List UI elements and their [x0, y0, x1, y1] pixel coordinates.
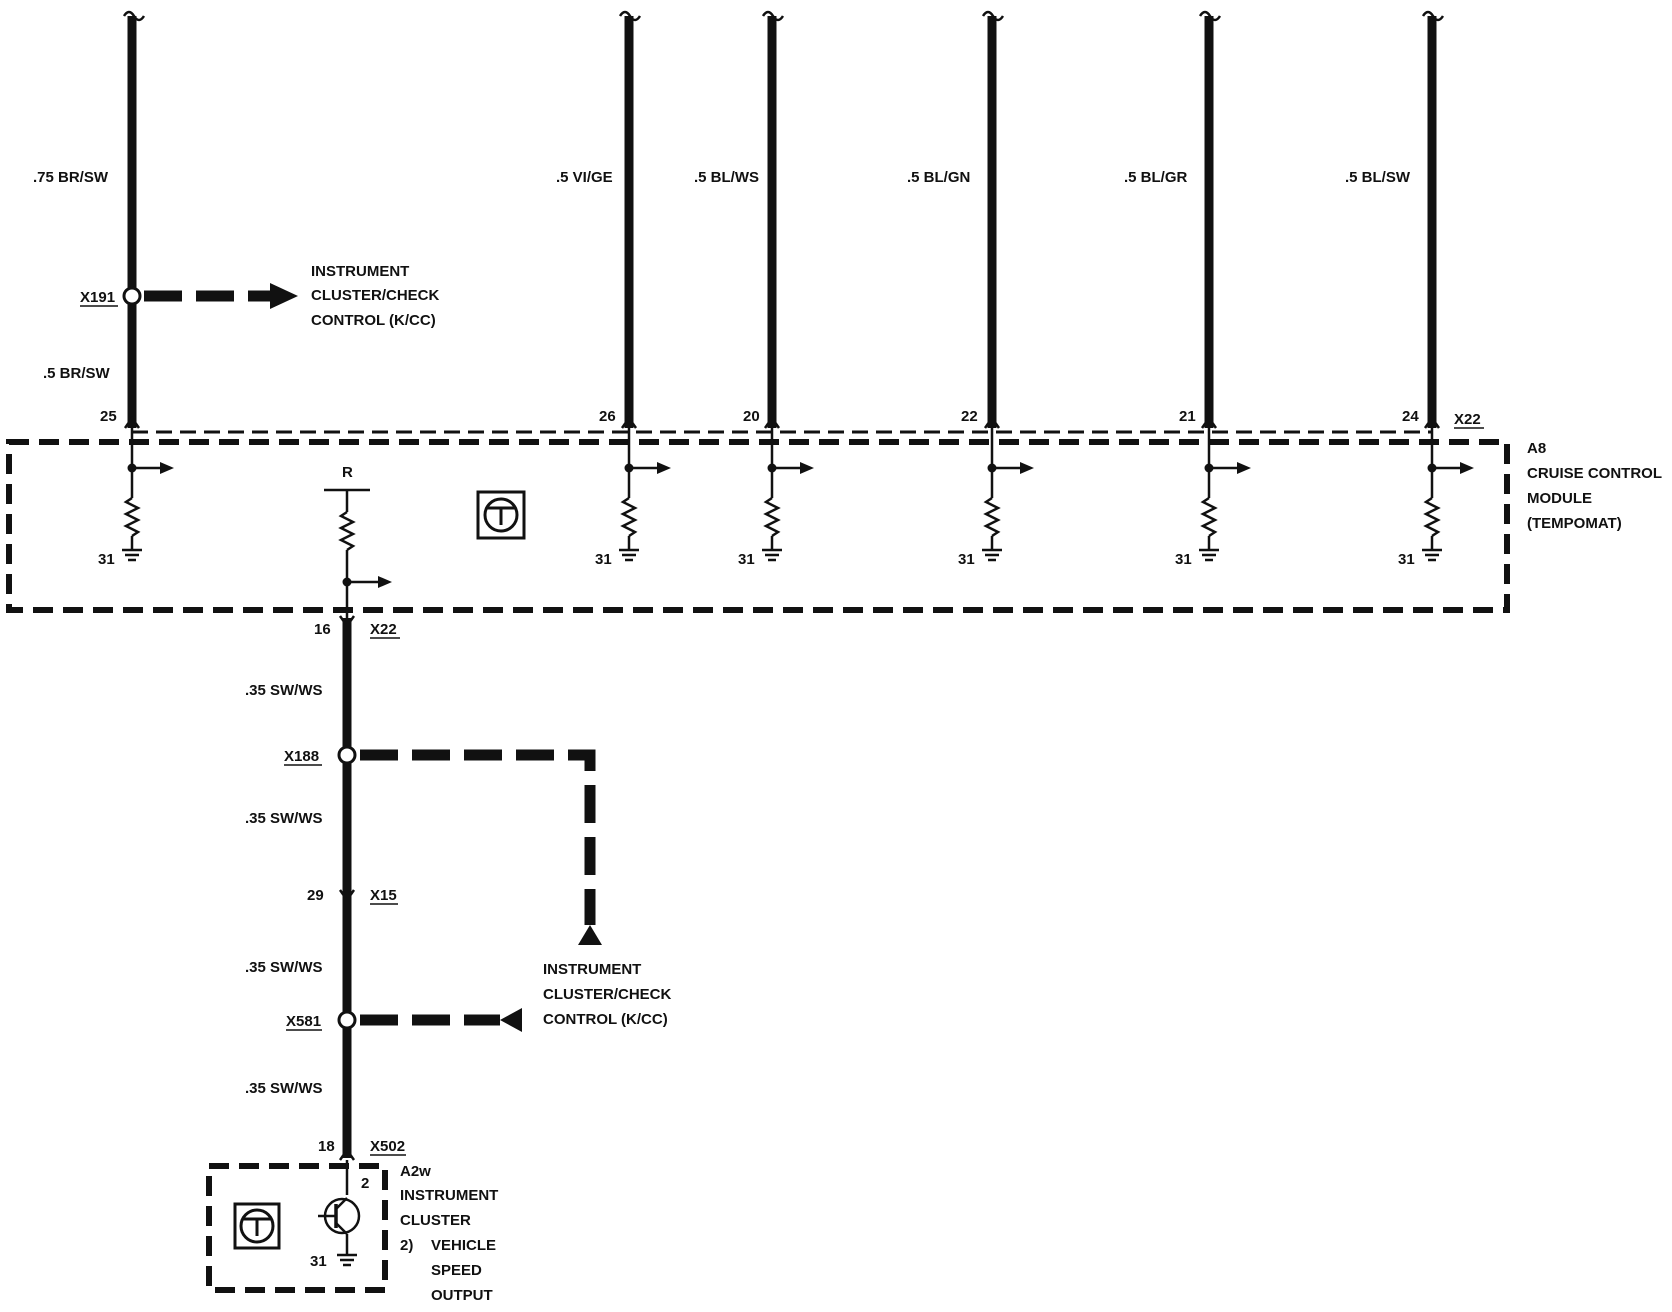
output-arrow — [800, 462, 814, 474]
module-input-circuits: 31 31 31 31 31 31 — [98, 415, 1474, 568]
resistor-symbol — [123, 496, 141, 538]
splice-x191 — [122, 286, 142, 306]
pin-number: 29 — [307, 887, 324, 904]
pin-number: 21 — [1179, 408, 1196, 425]
module-label: MODULE — [1527, 490, 1592, 507]
resistor-label: R — [342, 464, 353, 481]
ground-label: 31 — [595, 551, 612, 568]
note-label: VEHICLE — [431, 1237, 496, 1254]
module-label: A2w — [400, 1163, 431, 1180]
arrow-head — [500, 1008, 522, 1032]
output-arrow — [160, 462, 174, 474]
transistor-symbol — [318, 1197, 361, 1267]
output-arrow — [657, 462, 671, 474]
ground-label: 31 — [1175, 551, 1192, 568]
splice-label: X188 — [284, 748, 319, 765]
splice-x581 — [337, 1010, 357, 1030]
connector-symbol — [620, 415, 638, 429]
speedometer-icon — [476, 490, 526, 540]
pin-number: 24 — [1402, 408, 1419, 425]
module-label: (TEMPOMAT) — [1527, 515, 1622, 532]
connector-symbol — [1423, 415, 1441, 429]
ground-label: 31 — [958, 551, 975, 568]
dest-label: CONTROL (K/CC) — [311, 312, 436, 329]
ground-label: 31 — [738, 551, 755, 568]
pin-number: 2 — [361, 1175, 369, 1192]
connector-symbol — [123, 415, 141, 429]
connector-symbol — [1200, 415, 1218, 429]
output-arrow — [1237, 462, 1251, 474]
wire-label: .75 BR/SW — [33, 169, 109, 186]
resistor-symbol — [1200, 496, 1218, 538]
dashed-route — [360, 749, 596, 925]
ground-label: 31 — [310, 1253, 327, 1270]
connector-label: X15 — [370, 887, 397, 904]
output-arrow — [1460, 462, 1474, 474]
wire-label: .5 BL/WS — [694, 169, 759, 186]
speedometer-icon — [233, 1202, 281, 1250]
note-label: SPEED — [431, 1262, 482, 1279]
dest-label: CLUSTER/CHECK — [311, 287, 440, 304]
wire-label: .5 VI/GE — [556, 169, 613, 186]
wire-label: .35 SW/WS — [245, 682, 323, 699]
module-label: CLUSTER — [400, 1212, 471, 1229]
pin-number: 22 — [961, 408, 978, 425]
wire-label: .35 SW/WS — [245, 810, 323, 827]
connector-label: X22 — [1454, 411, 1481, 428]
arrow-head — [578, 925, 602, 945]
dest-label: CONTROL (K/CC) — [543, 1011, 668, 1028]
pin-number: 20 — [743, 408, 760, 425]
ground-label: 31 — [98, 551, 115, 568]
pin-number: 16 — [314, 621, 331, 638]
resistor-symbol — [620, 496, 638, 538]
note-label: OUTPUT — [431, 1287, 493, 1304]
resistor-symbol — [338, 510, 356, 552]
output-arrow — [1020, 462, 1034, 474]
dest-label: INSTRUMENT — [311, 263, 409, 280]
wire-label: .5 BR/SW — [43, 365, 111, 382]
wire-label: .35 SW/WS — [245, 1080, 323, 1097]
splice-label: X581 — [286, 1013, 321, 1030]
note-marker: 2) — [400, 1237, 413, 1254]
connector-symbol — [763, 415, 781, 429]
resistor-symbol — [1423, 496, 1441, 538]
splice-label: X191 — [80, 289, 115, 306]
pin-number: 25 — [100, 408, 117, 425]
arrow-head — [270, 283, 298, 309]
splice-x188 — [337, 745, 357, 765]
connector-label: X502 — [370, 1138, 405, 1155]
wire-label: .5 BL/GN — [907, 169, 970, 186]
top-wires — [122, 10, 1445, 428]
connector-symbol — [983, 415, 1001, 429]
pin-number: 26 — [599, 408, 616, 425]
pin-number: 18 — [318, 1138, 335, 1155]
module-label: A8 — [1527, 440, 1546, 457]
wire-label: .35 SW/WS — [245, 959, 323, 976]
resistor-symbol — [983, 496, 1001, 538]
ground-label: 31 — [1398, 551, 1415, 568]
module-box-a8 — [6, 439, 1510, 613]
wire-label: .5 BL/GR — [1124, 169, 1188, 186]
resistor-symbol — [763, 496, 781, 538]
module-label: CRUISE CONTROL — [1527, 465, 1662, 482]
module-label: INSTRUMENT — [400, 1187, 498, 1204]
dest-label: INSTRUMENT — [543, 961, 641, 978]
dest-label: CLUSTER/CHECK — [543, 986, 672, 1003]
wire-label: .5 BL/SW — [1345, 169, 1411, 186]
connector-label: X22 — [370, 621, 397, 638]
